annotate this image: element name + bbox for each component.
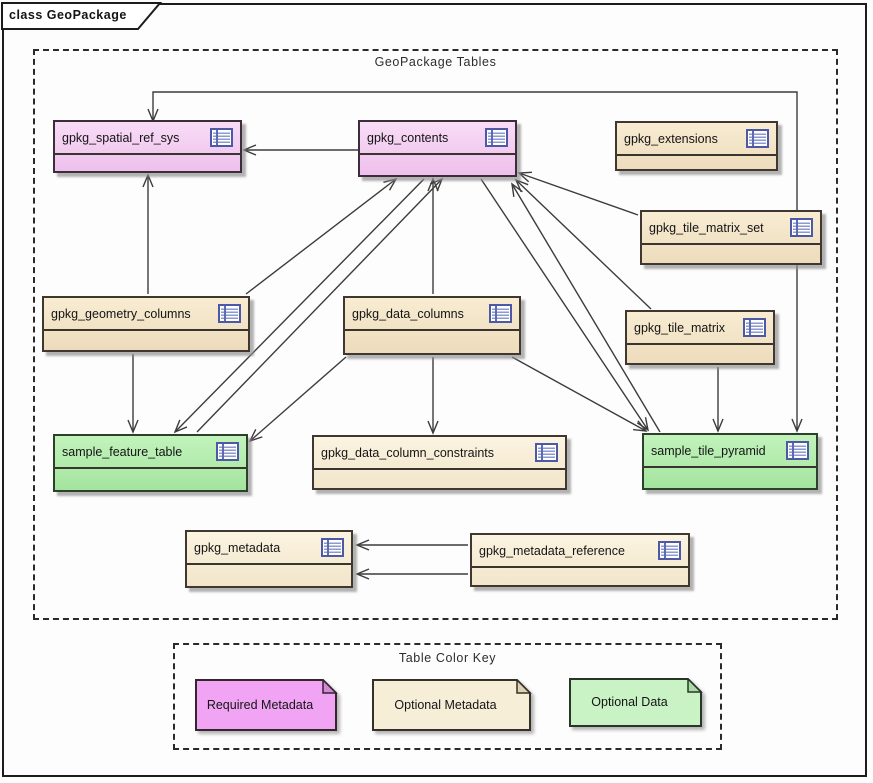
node-gpkg-tile-matrix-set: gpkg_tile_matrix_set	[640, 210, 822, 265]
node-gpkg-spatial-ref-sys: gpkg_spatial_ref_sys	[53, 120, 242, 173]
node-label: gpkg_tile_matrix_set	[649, 220, 764, 235]
table-color-key-frame	[173, 643, 722, 750]
node-body	[55, 155, 240, 171]
legend-title: Table Color Key	[398, 651, 497, 665]
node-gpkg-extensions: gpkg_extensions	[615, 121, 778, 171]
edge-contents-to-feature-table	[173, 178, 425, 434]
frame-title: GeoPackage Tables	[374, 55, 497, 69]
node-gpkg-contents: gpkg_contents	[358, 120, 517, 177]
table-icon	[216, 442, 239, 461]
legend-label-optional-data: Optional Data	[591, 695, 668, 709]
table-icon	[489, 304, 512, 323]
node-label: gpkg_extensions	[624, 131, 718, 146]
table-icon	[790, 218, 813, 237]
node-label: gpkg_geometry_columns	[51, 306, 191, 321]
node-gpkg-data-column-constraints: gpkg_data_column_constraints	[312, 435, 567, 490]
node-body	[345, 331, 519, 353]
node-body	[644, 468, 816, 488]
table-icon	[218, 304, 241, 323]
legend-note-required-metadata	[195, 679, 338, 731]
table-icon	[485, 128, 508, 147]
node-label: sample_tile_pyramid	[651, 443, 766, 458]
diagram-border	[2, 3, 867, 777]
edge-data-columns-to-tile-pyramid	[511, 356, 648, 432]
node-label: gpkg_metadata_reference	[479, 543, 625, 558]
node-body	[617, 156, 776, 169]
legend-note-optional-data	[569, 678, 703, 727]
node-body	[360, 155, 515, 175]
node-gpkg-metadata-reference: gpkg_metadata_reference	[470, 533, 690, 587]
node-gpkg-data-columns: gpkg_data_columns	[343, 296, 521, 355]
node-gpkg-metadata: gpkg_metadata	[185, 530, 353, 588]
legend-note-optional-metadata	[372, 679, 532, 731]
legend-label-required-metadata: Required Metadata	[206, 698, 314, 712]
geopackage-tables-frame	[33, 49, 838, 620]
node-label: sample_feature_table	[62, 444, 183, 459]
edge-tile-pyramid-to-contents	[511, 182, 661, 433]
node-label: gpkg_contents	[367, 130, 449, 145]
node-gpkg-tile-matrix: gpkg_tile_matrix	[625, 310, 775, 365]
legend-label-optional-metadata: Optional Metadata	[394, 698, 497, 712]
node-gpkg-geometry-columns: gpkg_geometry_columns	[42, 296, 250, 352]
edge-tile-matrix-set-to-contents	[517, 171, 639, 216]
node-body	[642, 245, 820, 263]
diagram-tab-shape	[1, 2, 163, 30]
node-label: gpkg_spatial_ref_sys	[62, 130, 180, 145]
node-label: gpkg_data_columns	[352, 306, 464, 321]
table-icon	[658, 541, 681, 560]
edge-tile-matrix-set-to-spatial-ref-sys	[147, 91, 798, 210]
node-label: gpkg_tile_matrix	[634, 320, 726, 335]
edge-geometry-columns-to-contents	[245, 177, 398, 295]
table-icon	[786, 441, 809, 460]
table-icon	[210, 128, 233, 147]
diagram-tab-title: class GeoPackage	[9, 8, 127, 22]
edge-contents-to-tile-pyramid	[480, 178, 650, 432]
node-body	[627, 345, 773, 363]
node-label: gpkg_data_column_constraints	[321, 445, 495, 460]
table-icon	[535, 443, 558, 462]
node-label: gpkg_metadata	[194, 540, 281, 555]
node-body	[472, 568, 688, 585]
table-icon	[743, 318, 766, 337]
node-body	[44, 331, 248, 350]
node-sample-tile-pyramid: sample_tile_pyramid	[642, 433, 818, 490]
table-icon	[321, 538, 344, 557]
node-body	[55, 469, 246, 490]
node-body	[314, 470, 565, 488]
edge-data-columns-to-feature-table	[248, 356, 347, 443]
table-icon	[746, 129, 769, 148]
node-body	[187, 565, 351, 586]
edge-tile-matrix-to-contents	[514, 178, 652, 310]
node-sample-feature-table: sample_feature_table	[53, 434, 248, 492]
edge-feature-table-to-contents	[196, 177, 444, 433]
